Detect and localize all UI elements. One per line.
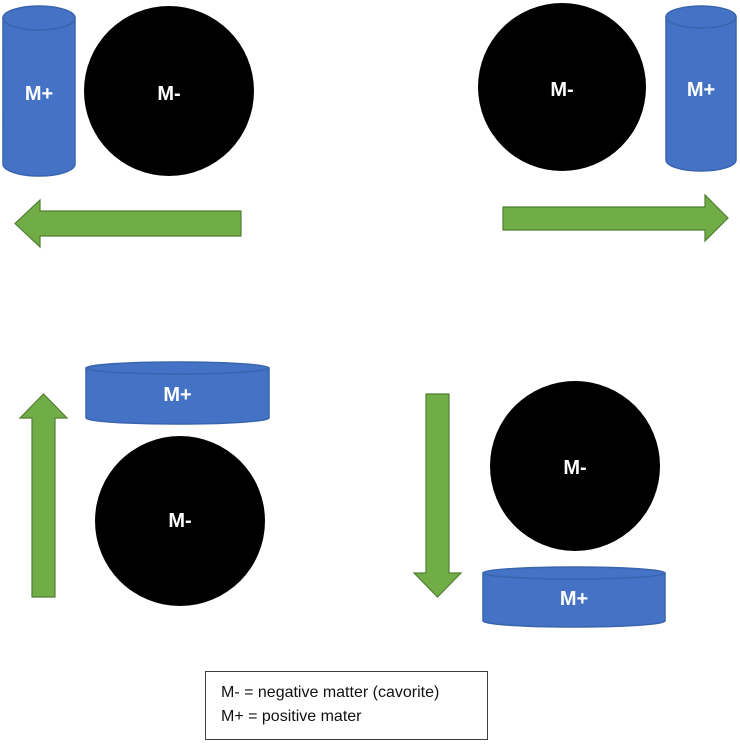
negative-matter-sphere	[478, 3, 646, 171]
positive-matter-label: M+	[25, 83, 53, 105]
negative-matter-label: M-	[550, 79, 573, 101]
panel-bottom-right: M- M+	[412, 381, 666, 628]
panel-top-right: M- M+	[478, 3, 737, 243]
legend-negative-matter: M- = negative matter (cavorite)	[221, 684, 440, 701]
negative-matter-label: M-	[168, 510, 191, 532]
positive-matter-cylinder	[482, 566, 666, 628]
positive-matter-label: M+	[560, 588, 588, 610]
arrow-left	[14, 198, 242, 249]
arrow-right	[502, 193, 729, 243]
legend-positive-matter: M+ = positive mater	[221, 708, 362, 725]
arrow-down	[412, 393, 463, 598]
arrow-up	[18, 393, 69, 598]
negative-matter-label: M-	[563, 457, 586, 479]
positive-matter-cylinder	[2, 5, 76, 177]
positive-matter-label: M+	[163, 384, 191, 406]
positive-matter-label: M+	[687, 79, 715, 101]
negative-matter-sphere	[95, 436, 265, 606]
negative-matter-label: M-	[157, 83, 180, 105]
legend-box: M- = negative matter (cavorite) M+ = pos…	[205, 671, 488, 740]
negative-matter-sphere	[490, 381, 660, 551]
positive-matter-cylinder	[665, 5, 737, 172]
negative-matter-sphere	[84, 6, 254, 176]
panel-top-left: M+ M-	[2, 5, 254, 249]
positive-matter-cylinder	[85, 361, 270, 425]
panel-bottom-left: M+ M-	[18, 361, 270, 606]
